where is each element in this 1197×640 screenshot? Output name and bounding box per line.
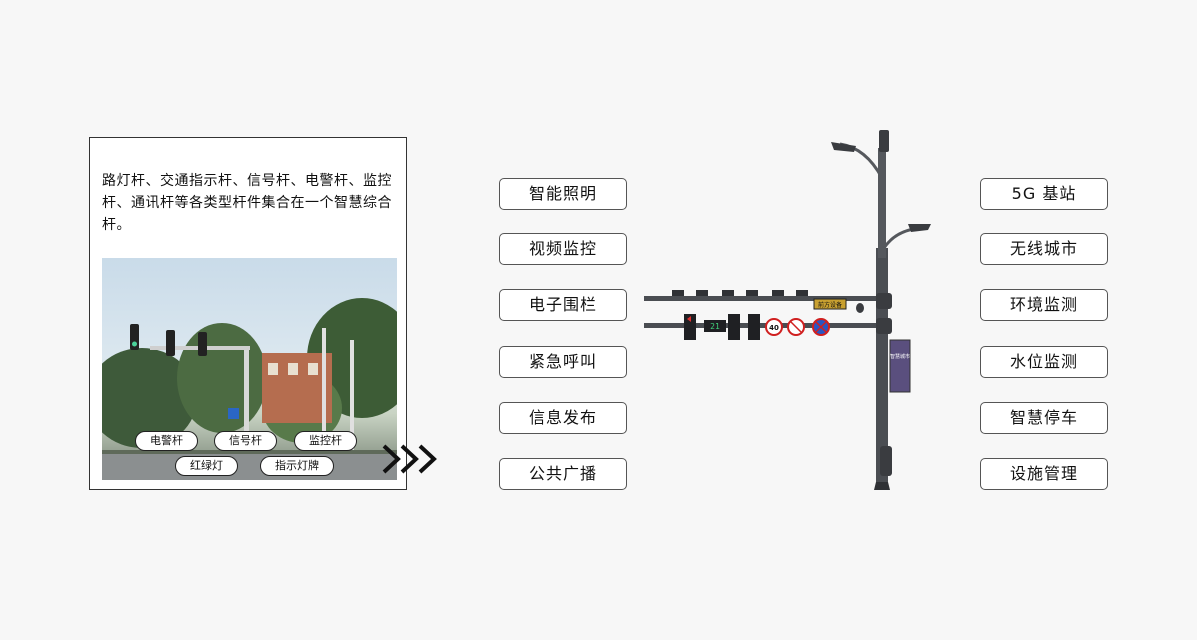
lower-arm <box>644 323 884 328</box>
countdown-timer <box>704 320 726 332</box>
tag-traffic-light: 红绿灯 <box>175 456 238 476</box>
tag-electronic-police-pole: 电警杆 <box>135 431 198 451</box>
feature-smart-lighting: 智能照明 <box>499 178 627 210</box>
feature-wireless-city: 无线城市 <box>980 233 1108 265</box>
feature-facility-management: 设施管理 <box>980 458 1108 490</box>
feature-smart-parking: 智慧停车 <box>980 402 1108 434</box>
speed-limit-text: 40 <box>769 324 779 332</box>
antenna-icon <box>879 130 889 152</box>
street-lamp-icon-2 <box>908 224 931 232</box>
tag-indicator-sign: 指示灯牌 <box>260 456 334 476</box>
feature-emergency-call: 紧急呼叫 <box>499 346 627 378</box>
tag-signal-pole: 信号杆 <box>214 431 277 451</box>
countdown-timer-text: 21 <box>710 322 720 331</box>
street-scene-illustration <box>102 298 397 480</box>
feature-electronic-fence: 电子围栏 <box>499 289 627 321</box>
feature-water-level-monitoring: 水位监测 <box>980 346 1108 378</box>
info-screen <box>889 339 911 393</box>
info-sign <box>813 298 847 310</box>
traffic-light <box>684 314 696 340</box>
feature-environment-monitoring: 环境监测 <box>980 289 1108 321</box>
feature-5g-base-station: 5G 基站 <box>980 178 1108 210</box>
street-lamp-icon <box>831 142 856 152</box>
camera-icon <box>856 303 864 313</box>
intro-panel: 路灯杆、交通指示杆、信号杆、电警杆、监控杆、通讯杆等各类型杆件集合在一个智慧综合… <box>89 137 407 490</box>
chevron-arrows-icon <box>382 444 437 474</box>
intro-text: 路灯杆、交通指示杆、信号杆、电警杆、监控杆、通讯杆等各类型杆件集合在一个智慧综合… <box>102 173 392 233</box>
tag-monitor-pole: 监控杆 <box>294 431 357 451</box>
pole-base <box>874 482 890 490</box>
smart-pole-illustration: 前方设备 21 40 智慧城市 <box>626 118 946 513</box>
traffic-light-3 <box>748 314 760 340</box>
equipment-cabinet <box>880 446 892 476</box>
upper-arm <box>644 296 884 301</box>
traffic-light-2 <box>728 314 740 340</box>
feature-public-broadcast: 公共广播 <box>499 458 627 490</box>
street-photo: 电警杆 信号杆 监控杆 红绿灯 指示灯牌 <box>102 258 397 480</box>
feature-info-release: 信息发布 <box>499 402 627 434</box>
speed-limit-sign <box>765 318 783 336</box>
info-screen-text: 智慧城市 <box>890 353 910 360</box>
feature-video-surveillance: 视频监控 <box>499 233 627 265</box>
info-sign-text: 前方设备 <box>818 301 842 309</box>
